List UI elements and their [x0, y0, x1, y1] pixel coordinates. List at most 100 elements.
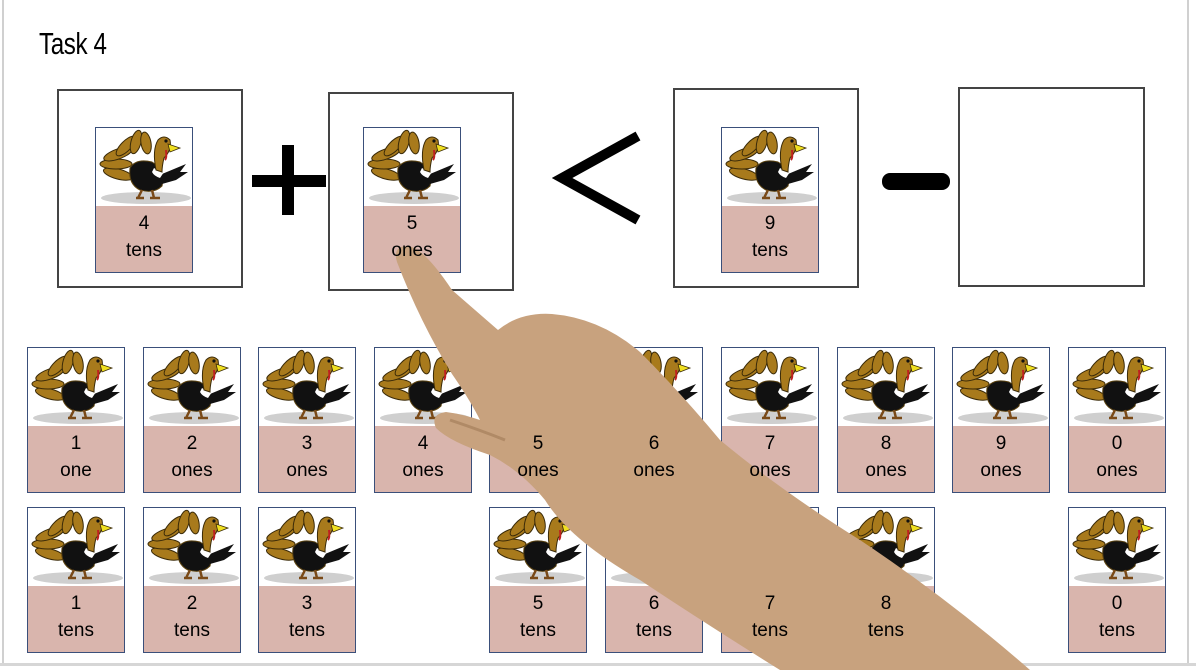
card-label: 5 ones — [490, 426, 586, 492]
card-number: 4 — [138, 213, 150, 234]
card-unit: tens — [868, 620, 904, 641]
card-unit: tens — [752, 620, 788, 641]
card-label: 4 ones — [375, 426, 471, 492]
equation-slot-third[interactable]: 9 tens — [673, 88, 859, 288]
slide-border-right — [1187, 0, 1189, 664]
card-label: 0 ones — [1069, 426, 1165, 492]
card-number: 6 — [648, 433, 660, 454]
card-unit: tens — [289, 620, 325, 641]
number-card[interactable]: 8 ones — [837, 347, 935, 493]
turkey-icon — [259, 508, 355, 586]
card-unit: tens — [636, 620, 672, 641]
turkey-icon — [144, 348, 240, 426]
turkey-icon — [259, 348, 355, 426]
card-label: 1 one — [28, 426, 124, 492]
number-card[interactable]: 9 ones — [952, 347, 1050, 493]
number-card[interactable]: 3 ones — [258, 347, 356, 493]
card-unit: ones — [402, 460, 444, 481]
card-number: 8 — [880, 433, 892, 454]
card-number: 5 — [406, 213, 418, 234]
card-unit: tens — [520, 620, 556, 641]
card-number: 1 — [70, 433, 82, 454]
card-label: 9 tens — [722, 206, 818, 272]
card-unit: ones — [749, 460, 791, 481]
plus-icon — [252, 145, 326, 215]
turkey-icon — [1069, 348, 1165, 426]
card-number: 7 — [764, 433, 776, 454]
card-unit: ones — [980, 460, 1022, 481]
card-second[interactable]: 5 ones — [363, 127, 461, 273]
card-unit: tens — [58, 620, 94, 641]
number-card[interactable]: 2 tens — [143, 507, 241, 653]
turkey-icon — [144, 508, 240, 586]
number-card[interactable]: 1 one — [27, 347, 125, 493]
card-number: 5 — [532, 593, 544, 614]
turkey-icon — [96, 128, 192, 206]
task-title: Task 4 — [39, 26, 107, 61]
card-unit: ones — [865, 460, 907, 481]
card-number: 8 — [880, 593, 892, 614]
card-unit: tens — [752, 240, 788, 261]
turkey-icon — [722, 128, 818, 206]
card-label: 2 ones — [144, 426, 240, 492]
answer-box[interactable] — [958, 87, 1145, 287]
turkey-icon — [28, 508, 124, 586]
turkey-icon — [838, 348, 934, 426]
card-label: 0 tens — [1069, 586, 1165, 652]
turkey-icon — [953, 348, 1049, 426]
card-unit: tens — [126, 240, 162, 261]
slide-border-left — [2, 0, 4, 664]
card-number: 4 — [417, 433, 429, 454]
card-number: 0 — [1111, 433, 1123, 454]
number-card[interactable]: 5 tens — [489, 507, 587, 653]
card-label: 6 ones — [606, 426, 702, 492]
number-card[interactable]: 0 ones — [1068, 347, 1166, 493]
turkey-icon — [722, 348, 818, 426]
turkey-icon — [28, 348, 124, 426]
turkey-icon — [364, 128, 460, 206]
card-label: 8 tens — [838, 586, 934, 652]
number-card[interactable]: 3 tens — [258, 507, 356, 653]
number-card[interactable]: 2 ones — [143, 347, 241, 493]
card-unit: ones — [171, 460, 213, 481]
card-number: 3 — [301, 433, 313, 454]
card-unit: ones — [633, 460, 675, 481]
card-unit: tens — [174, 620, 210, 641]
card-label: 3 tens — [259, 586, 355, 652]
card-unit: tens — [1099, 620, 1135, 641]
card-label: 1 tens — [28, 586, 124, 652]
card-label: 7 ones — [722, 426, 818, 492]
card-unit: ones — [286, 460, 328, 481]
number-card[interactable]: 0 tens — [1068, 507, 1166, 653]
card-label: 5 tens — [490, 586, 586, 652]
equation-slot-first[interactable]: 4 tens — [57, 89, 243, 288]
number-card[interactable]: 1 tens — [27, 507, 125, 653]
card-label: 4 tens — [96, 206, 192, 272]
equation-slot-second[interactable]: 5 ones — [328, 92, 514, 291]
card-unit: one — [60, 460, 92, 481]
card-number: 1 — [70, 593, 82, 614]
card-label: 3 ones — [259, 426, 355, 492]
card-unit: ones — [1096, 460, 1138, 481]
card-unit: ones — [517, 460, 559, 481]
card-third[interactable]: 9 tens — [721, 127, 819, 273]
card-label: 6 tens — [606, 586, 702, 652]
number-card[interactable]: 4 ones — [374, 347, 472, 493]
card-number: 5 — [532, 433, 544, 454]
minus-icon — [882, 173, 950, 190]
turkey-icon — [1069, 508, 1165, 586]
slide-border-bottom — [0, 663, 1196, 666]
card-number: 0 — [1111, 593, 1123, 614]
card-number: 2 — [186, 433, 198, 454]
card-label: 8 ones — [838, 426, 934, 492]
card-number: 3 — [301, 593, 313, 614]
card-number: 9 — [764, 213, 776, 234]
card-label: 9 ones — [953, 426, 1049, 492]
card-number: 6 — [648, 593, 660, 614]
card-unit: ones — [391, 240, 433, 261]
card-first[interactable]: 4 tens — [95, 127, 193, 273]
card-number: 9 — [995, 433, 1007, 454]
card-number: 2 — [186, 593, 198, 614]
